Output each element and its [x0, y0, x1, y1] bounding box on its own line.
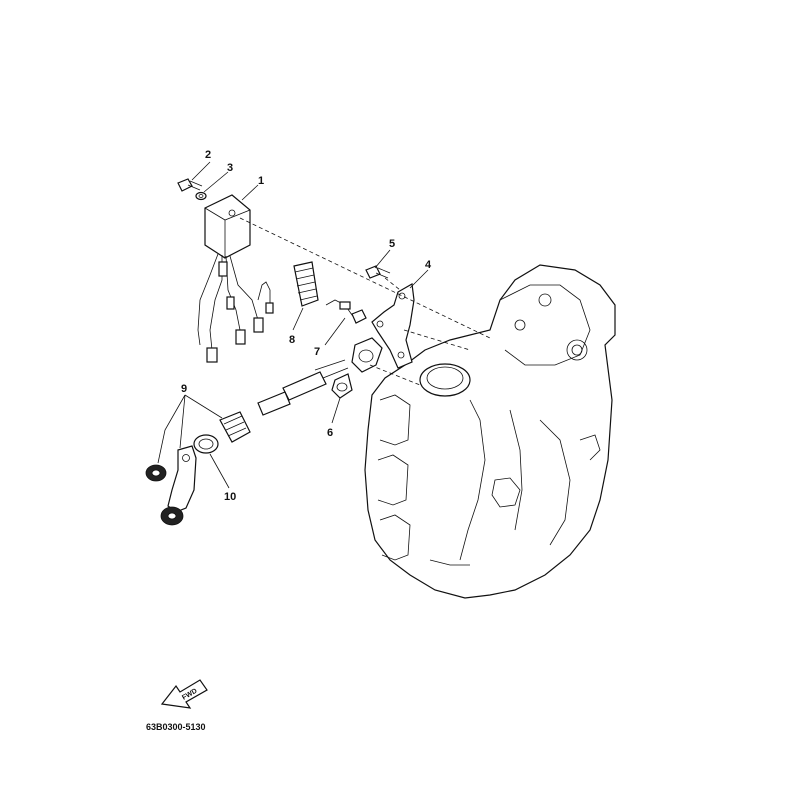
part-5-screw	[365, 265, 391, 279]
label-part-8: 8	[289, 334, 295, 346]
label-part-7: 7	[314, 346, 320, 358]
label-part-10: 10	[224, 491, 236, 503]
part-7-switch	[325, 299, 367, 324]
engine-block-outline	[364, 264, 616, 599]
label-part-9: 9	[181, 383, 187, 395]
part-9-lever-set	[145, 445, 197, 526]
assembly-lines	[157, 161, 491, 489]
part-1-cdi-unit	[197, 194, 274, 363]
label-part-1: 1	[258, 175, 264, 187]
label-part-2: 2	[205, 149, 211, 161]
part-10-o-ring	[193, 434, 219, 454]
label-part-6: 6	[327, 427, 333, 439]
part-3-washer	[195, 191, 207, 201]
part-2-bolt	[177, 178, 203, 192]
part-number-labels: 1 2 3 4 5 6 7 8 9 10	[181, 149, 432, 503]
label-part-4: 4	[425, 259, 432, 271]
part-8-boot	[293, 261, 319, 307]
part-6-collar	[331, 373, 353, 399]
drawing-code: 63B0300-5130	[146, 722, 206, 732]
label-part-3: 3	[227, 162, 233, 174]
label-part-5: 5	[389, 238, 395, 250]
throttle-shaft	[219, 337, 383, 443]
fwd-arrow-icon: FWD	[160, 679, 208, 709]
part-4-bracket	[371, 283, 415, 369]
